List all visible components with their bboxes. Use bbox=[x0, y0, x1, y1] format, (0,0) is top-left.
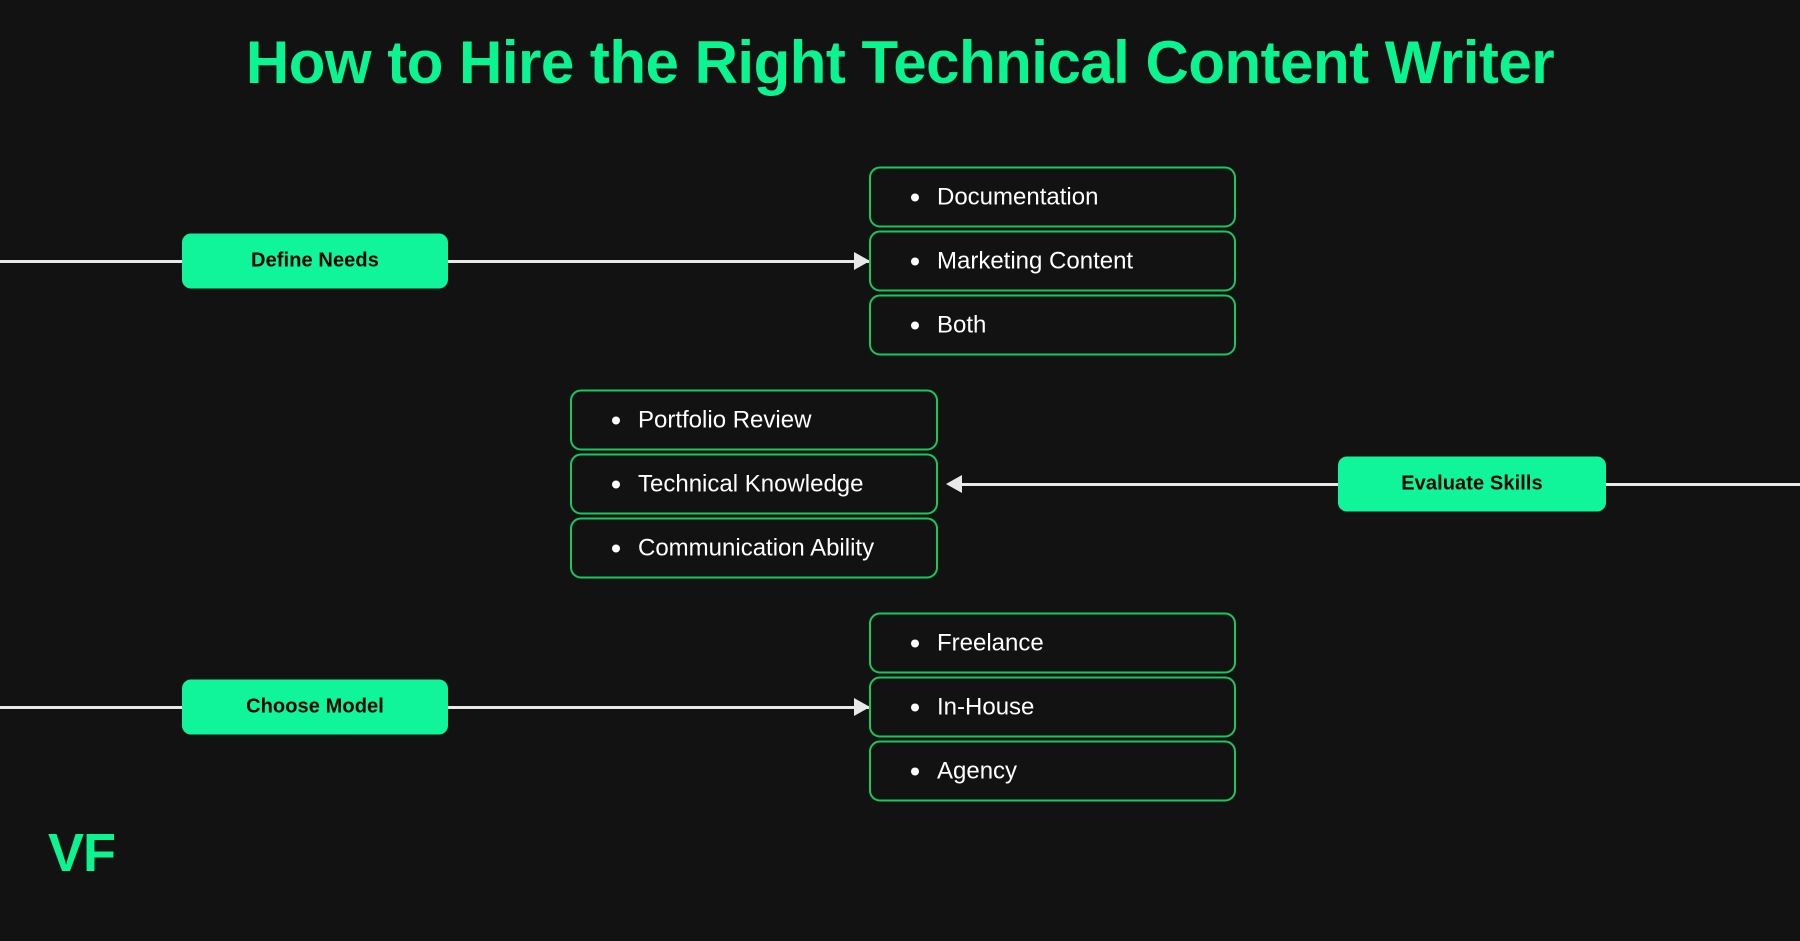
options-group-choose-model: Freelance In-House Agency bbox=[869, 612, 1236, 802]
arrowhead-right-choose-model bbox=[854, 698, 870, 716]
option-both[interactable]: Both bbox=[869, 294, 1236, 356]
arrowhead-left-evaluate-skills bbox=[946, 475, 962, 493]
stage-evaluate-skills[interactable]: Evaluate Skills bbox=[1338, 456, 1606, 512]
option-agency[interactable]: Agency bbox=[869, 740, 1236, 802]
option-label: In-House bbox=[937, 693, 1035, 720]
bullet-icon bbox=[911, 767, 919, 775]
option-technical-knowledge[interactable]: Technical Knowledge bbox=[570, 453, 938, 515]
option-documentation[interactable]: Documentation bbox=[869, 166, 1236, 228]
page-title: How to Hire the Right Technical Content … bbox=[245, 29, 1555, 96]
option-marketing-content[interactable]: Marketing Content bbox=[869, 230, 1236, 292]
option-label: Technical Knowledge bbox=[638, 470, 864, 497]
arrowhead-right-define-needs bbox=[854, 252, 870, 270]
flow-row-choose-model: Choose Model Freelance In-House Agency bbox=[0, 607, 1800, 807]
option-label: Portfolio Review bbox=[638, 406, 812, 433]
bullet-icon bbox=[612, 416, 620, 424]
option-freelance[interactable]: Freelance bbox=[869, 612, 1236, 674]
options-group-evaluate-skills: Portfolio Review Technical Knowledge Com… bbox=[570, 389, 938, 579]
bullet-icon bbox=[612, 480, 620, 488]
stage-label-evaluate-skills: Evaluate Skills bbox=[1401, 472, 1543, 495]
bullet-icon bbox=[911, 257, 919, 265]
option-label: Marketing Content bbox=[937, 247, 1134, 274]
bullet-icon bbox=[911, 639, 919, 647]
option-communication-ability[interactable]: Communication Ability bbox=[570, 517, 938, 579]
brand-logo: VF bbox=[48, 823, 116, 883]
stage-choose-model[interactable]: Choose Model bbox=[182, 679, 448, 735]
bullet-icon bbox=[612, 544, 620, 552]
stage-label-define-needs: Define Needs bbox=[251, 249, 379, 272]
stage-define-needs[interactable]: Define Needs bbox=[182, 233, 448, 289]
option-label: Communication Ability bbox=[638, 534, 875, 561]
option-label: Documentation bbox=[937, 183, 1099, 210]
bullet-icon bbox=[911, 321, 919, 329]
option-label: Freelance bbox=[937, 629, 1044, 656]
option-portfolio-review[interactable]: Portfolio Review bbox=[570, 389, 938, 451]
flow-row-define-needs: Define Needs Documentation Marketing Con… bbox=[0, 161, 1800, 361]
option-label: Both bbox=[937, 311, 987, 338]
bullet-icon bbox=[911, 193, 919, 201]
bullet-icon bbox=[911, 703, 919, 711]
stage-label-choose-model: Choose Model bbox=[246, 695, 384, 718]
option-label: Agency bbox=[937, 757, 1018, 784]
option-in-house[interactable]: In-House bbox=[869, 676, 1236, 738]
flow-row-evaluate-skills: Evaluate Skills Portfolio Review Technic… bbox=[0, 384, 1800, 584]
options-group-define-needs: Documentation Marketing Content Both bbox=[869, 166, 1236, 356]
